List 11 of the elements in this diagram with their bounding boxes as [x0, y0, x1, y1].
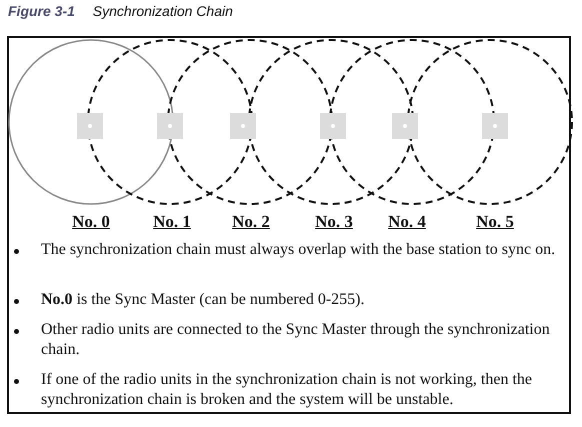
unit-number: No. 3 — [315, 212, 353, 232]
bullet-text: If one of the radio units in the synchronization chain is not working, then the synchronization chain is broken and the system will be unstable. — [41, 370, 533, 410]
unit-number: No. 5 — [476, 212, 514, 232]
unit-number: No. 1 — [153, 212, 191, 232]
bullet-text: Other radio units are connected to the Sync Master through the synchronization chain. — [41, 320, 551, 360]
bullet-text: The synchronization chain must always overlap with the base station to sync on. — [41, 240, 556, 260]
figure-title: Figure 3-1 Synchronization Chain — [8, 3, 233, 19]
bullet-text: No.0 is the Sync Master (can be numbered 0-255). — [41, 290, 366, 310]
unit-number: No. 4 — [388, 212, 426, 232]
unit-number: No. 0 — [72, 212, 110, 232]
unit-number: No. 2 — [232, 212, 270, 232]
